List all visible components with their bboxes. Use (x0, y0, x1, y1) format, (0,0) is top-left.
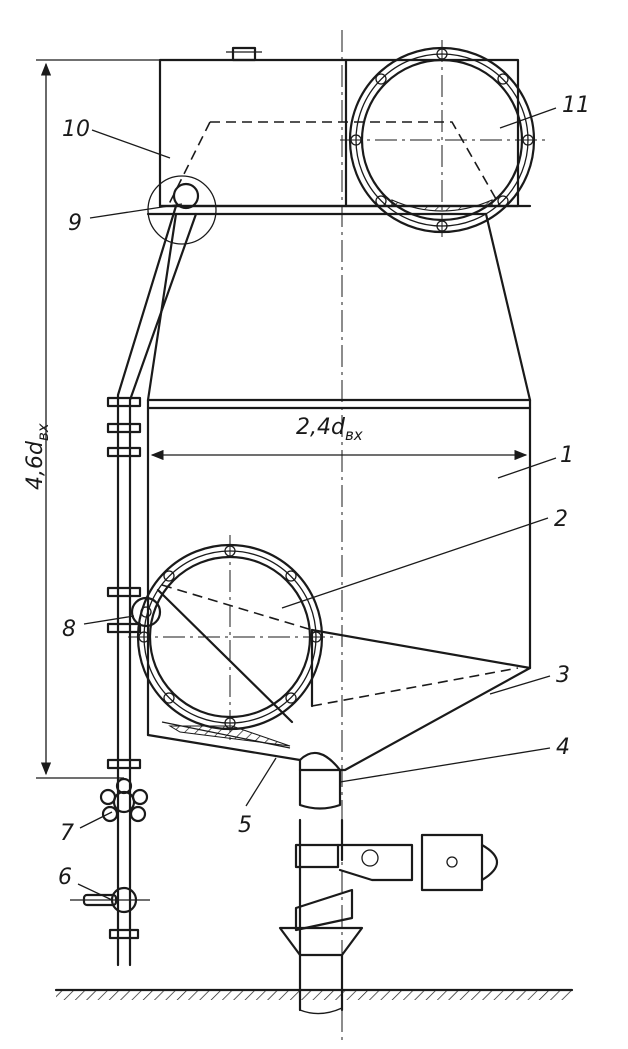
callout-1: 1 (560, 443, 574, 468)
ground-line (54, 988, 574, 1015)
ball-valve (70, 886, 150, 940)
callout-9: 9 (68, 211, 82, 236)
width-dimension: 2,4dвх (150, 415, 528, 461)
air-pipe (70, 175, 217, 967)
handwheel-valve (99, 777, 149, 823)
lower-outlet-flange (128, 535, 336, 740)
height-dimension: 4,6dвх (23, 59, 160, 779)
callout-7: 7 (60, 821, 74, 846)
discharge-spout (298, 751, 342, 810)
drive-assembly (278, 818, 499, 1012)
callout-5: 5 (238, 813, 252, 838)
callout-3: 3 (556, 663, 570, 688)
callout-2: 2 (554, 507, 568, 532)
height-dimension-label: 4,6dвх (23, 423, 52, 490)
callout-8: 8 (62, 617, 76, 642)
callouts: 10 9 11 1 2 3 4 5 6 7 8 (58, 93, 590, 901)
callout-10: 10 (62, 117, 90, 142)
top-inlet-flange (340, 40, 548, 240)
top-chamber (158, 46, 520, 208)
callout-11: 11 (562, 93, 590, 118)
callout-4: 4 (556, 735, 570, 760)
width-dimension-label: 2,4dвх (296, 415, 363, 444)
callout-6: 6 (58, 865, 72, 890)
